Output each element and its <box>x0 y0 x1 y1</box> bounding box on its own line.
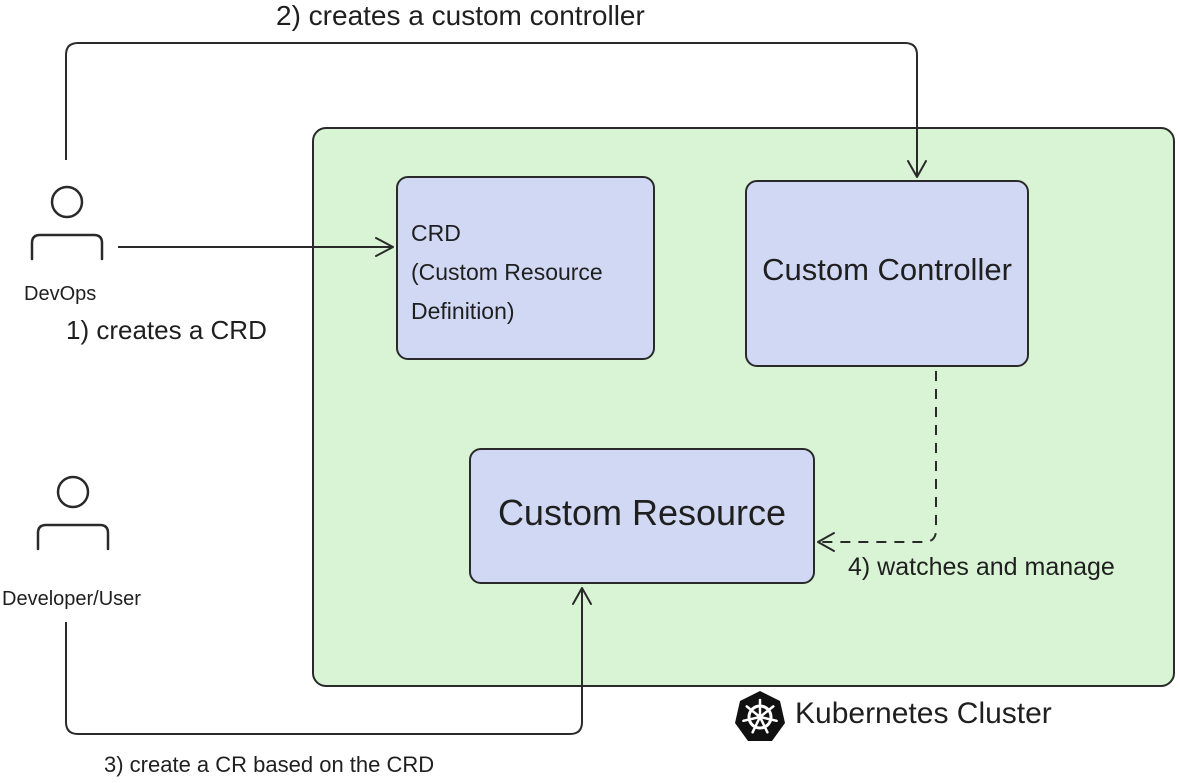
crd-line-3: Definition) <box>411 298 515 324</box>
step1-label: 1) creates a CRD <box>66 315 267 345</box>
arrowhead-crd <box>375 237 394 257</box>
crd-line-1: CRD <box>411 220 461 246</box>
arrowhead-watch <box>817 532 835 552</box>
developer-person-icon <box>36 475 110 551</box>
devops-label: DevOps <box>24 283 97 305</box>
crd-line-2: (Custom Resource <box>411 259 603 285</box>
step4-label: 4) watches and manage <box>848 553 1115 581</box>
developer-label: Developer/User <box>2 588 141 610</box>
step3-label: 3) create a CR based on the CRD <box>104 752 435 777</box>
arrowhead-controller <box>907 160 927 178</box>
crd-box-text: CRD (Custom Resource Definition) <box>411 214 603 331</box>
arrow-developer-to-resource <box>65 589 583 735</box>
step2-label: 2) creates a custom controller <box>276 0 645 31</box>
arrowhead-resource <box>572 587 592 605</box>
crd-box: CRD (Custom Resource Definition) <box>396 176 655 360</box>
custom-controller-label: Custom Controller <box>762 252 1012 287</box>
arrow-controller-to-resource <box>820 371 937 543</box>
custom-resource-box: Custom Resource <box>469 448 815 584</box>
devops-person-icon <box>30 185 104 261</box>
custom-controller-box: Custom Controller <box>745 180 1029 367</box>
kubernetes-logo-icon <box>735 691 785 741</box>
custom-resource-label: Custom Resource <box>497 492 787 533</box>
arrow-devops-to-controller <box>65 42 918 176</box>
kubernetes-cluster-label: Kubernetes Cluster <box>795 697 1052 730</box>
